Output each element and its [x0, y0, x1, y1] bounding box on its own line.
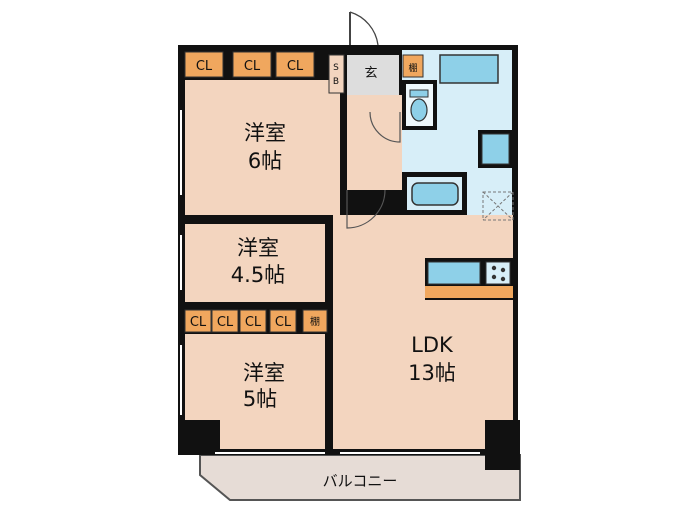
closet-5 — [211, 309, 239, 333]
closet-2 — [232, 51, 272, 78]
shelf-middle-label: 棚 — [310, 315, 320, 328]
room-5-size: 5帖 — [243, 387, 277, 411]
burner-4 — [500, 276, 506, 282]
burner-3 — [491, 274, 497, 280]
closet-7 — [269, 309, 297, 333]
stove-icon — [485, 261, 511, 285]
wash-door-swing — [369, 111, 401, 143]
shelf-middle — [302, 309, 328, 333]
balcony-label: バルコニー — [323, 472, 398, 490]
closet-7-label: CL — [275, 315, 292, 330]
room-ldk — [333, 215, 513, 449]
burner-2 — [500, 267, 506, 273]
closet-3-label: CL — [287, 59, 304, 74]
shelf-top — [402, 54, 424, 78]
entrance-floor — [347, 55, 399, 95]
closet-6 — [239, 309, 267, 333]
closet-1-label: CL — [196, 59, 213, 74]
shelf-top-label: 棚 — [408, 62, 417, 74]
room-5-name: 洋室 — [243, 361, 285, 385]
kitchen-counter — [425, 286, 513, 298]
closet-6-label: CL — [245, 315, 262, 330]
toilet-tank-icon — [409, 89, 429, 98]
closet-2-label: CL — [244, 59, 261, 74]
pillar-right — [485, 420, 520, 470]
washer-icon — [481, 133, 510, 165]
washbasin — [411, 182, 459, 206]
room-western-45 — [185, 224, 325, 302]
sb-label-top: S — [333, 63, 339, 73]
ldk-name: LDK — [411, 333, 454, 357]
hallway — [347, 95, 402, 190]
closet-4 — [184, 309, 212, 333]
room-6-size: 6帖 — [248, 149, 282, 173]
room-45-size: 4.5帖 — [231, 263, 285, 287]
closet-3 — [275, 51, 315, 78]
closet-1 — [184, 51, 224, 78]
room-western-6 — [185, 80, 340, 215]
burner-1 — [491, 265, 497, 271]
shoe-box — [328, 54, 345, 94]
entrance-door-swing — [349, 11, 379, 46]
room-45-name: 洋室 — [237, 236, 279, 260]
sb-label-bottom: B — [333, 77, 339, 87]
room-6-name: 洋室 — [244, 121, 286, 145]
ldk-size: 13帖 — [408, 361, 456, 385]
ldk-door-swing — [346, 189, 386, 229]
fridge-space-diag2 — [482, 191, 514, 221]
fridge-space — [482, 191, 514, 221]
kitchen-sink-icon — [427, 261, 481, 285]
closet-4-label: CL — [190, 315, 207, 330]
sink-icon — [439, 54, 499, 84]
toilet-icon — [410, 98, 428, 122]
entrance-label: 玄 — [364, 66, 377, 81]
closet-5-label: CL — [217, 315, 234, 330]
pillar-left — [185, 420, 220, 455]
